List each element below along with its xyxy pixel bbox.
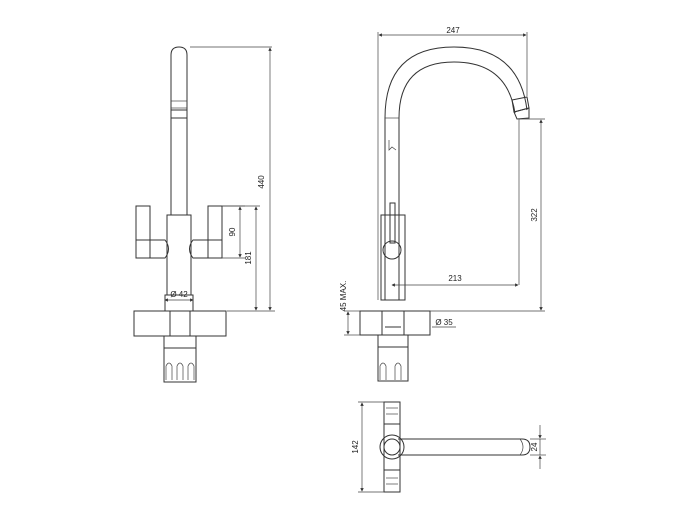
top-handle-lower [383, 469, 401, 493]
deck-left [133, 310, 171, 337]
dim-spout-projection: 213 [448, 274, 462, 283]
left-lever [135, 205, 151, 241]
top-view: 142 24 [351, 401, 546, 493]
deck-right [189, 310, 227, 337]
side-lever [389, 202, 396, 244]
dim-handle-span: 142 [351, 440, 360, 454]
top-handle-upper [383, 401, 401, 425]
dim-body-height: 181 [244, 251, 253, 265]
dim-spout-height: 322 [530, 208, 539, 222]
front-view: 440 90 181 Ø 42 [133, 46, 275, 383]
side-view: 247 322 213 45 MAX. Ø 35 [339, 26, 545, 382]
front-spout [170, 46, 188, 215]
top-spout [398, 438, 531, 456]
side-spout-inner [398, 61, 516, 300]
dim-total-height: 440 [257, 175, 266, 189]
side-spout-outer [384, 46, 528, 300]
right-lever [207, 205, 223, 241]
dim-hole-diameter: Ø 35 [435, 318, 453, 327]
dim-spout-width: 24 [530, 442, 539, 451]
front-body [166, 214, 192, 296]
dim-base-diameter: Ø 42 [170, 290, 188, 299]
dim-lever-height: 90 [228, 227, 237, 236]
dim-deck-thickness: 45 MAX. [339, 281, 348, 312]
dim-reach-width: 247 [446, 26, 460, 35]
